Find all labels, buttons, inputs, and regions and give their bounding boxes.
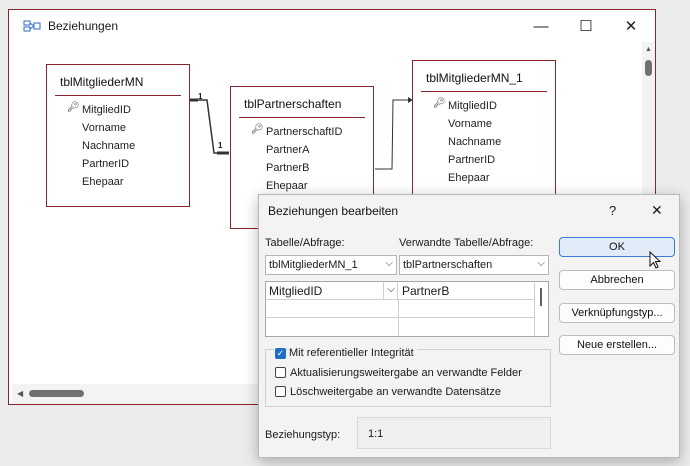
table-title: tblMitgliederMN [60,75,144,89]
join-type-button[interactable]: Verknüpfungstyp... [559,303,675,323]
related-table-label: Verwandte Tabelle/Abfrage: [399,237,534,249]
related-select-value: tblPartnerschaften [403,259,493,271]
minimize-icon: — [533,17,549,35]
divider [421,91,547,92]
grid-cell-left[interactable]: MitgliedID ⌵ [266,282,398,300]
table-title: tblPartnerschaften [244,97,342,111]
table-tblmitgliedermn[interactable]: tblMitgliederMN 🔑︎ MitgliedID Vorname Na… [46,64,190,207]
maximize-button[interactable]: ☐ [564,10,608,42]
relationships-icon [23,20,41,32]
chevron-down-icon[interactable]: ⌵ [383,282,398,299]
relation-label-one: 1 [218,141,223,150]
cancel-button[interactable]: Abbrechen [559,270,675,290]
field-item[interactable]: Ehepaar [266,180,308,192]
relation-label-one: 1 [198,92,203,101]
divider [55,95,181,96]
field-item[interactable]: MitgliedID [448,100,497,112]
table-select[interactable]: tblMitgliederMN_1 ⌵ [265,255,397,275]
chevron-down-icon: ⌵ [537,258,545,269]
cancel-button-label: Abbrechen [590,274,644,286]
scroll-up-icon[interactable]: ▲ [645,46,652,53]
field-item[interactable]: PartnerID [82,158,130,170]
cascade-update-checkbox[interactable] [275,367,286,378]
key-icon: 🔑︎ [251,124,264,135]
integrity-label[interactable]: Mit referentieller Integrität [289,347,417,359]
scroll-thumb[interactable] [540,288,542,306]
relationship-type-value: 1:1 [368,428,384,440]
grid-left-value: MitgliedID [269,284,323,298]
key-icon: 🔑︎ [433,98,446,109]
chevron-down-icon: ⌵ [385,258,393,269]
field-item[interactable]: Vorname [448,118,493,130]
grid-cell-right[interactable]: PartnerB [398,282,534,300]
dialog-close-icon[interactable]: ✕ [651,202,663,218]
edit-relationships-dialog: Beziehungen bearbeiten ? ✕ Tabelle/Abfra… [258,194,680,458]
field-item[interactable]: MitgliedID [82,104,131,116]
grid-row-empty[interactable] [266,300,534,318]
ok-button-label: OK [609,241,625,253]
relationship-lines [188,97,413,170]
relationship-type-label: Beziehungstyp: [265,429,341,441]
field-item[interactable]: PartnerA [266,144,310,156]
scroll-thumb[interactable] [29,390,84,397]
divider [239,117,365,118]
field-item[interactable]: Vorname [82,122,127,134]
field-item[interactable]: Nachname [448,136,502,148]
title-bar[interactable]: Beziehungen — ☐ ✕ [9,10,655,42]
grid-scrollbar[interactable] [534,282,548,336]
integrity-checkbox[interactable]: ✓ [275,348,286,359]
field-item[interactable]: PartnerID [448,154,496,166]
close-button[interactable]: ✕ [609,10,653,42]
cascade-delete-label[interactable]: Löschweitergabe an verwandte Datensätze [290,386,501,398]
close-icon: ✕ [624,18,638,35]
related-table-select[interactable]: tblPartnerschaften ⌵ [399,255,549,275]
minimize-button[interactable]: — [519,10,563,42]
scroll-thumb[interactable] [645,60,652,76]
table-tblmitgliedermn-1[interactable]: tblMitgliederMN_1 🔑︎ MitgliedID Vorname … [412,60,556,203]
mouse-cursor-icon [649,251,662,269]
dialog-title: Beziehungen bearbeiten [268,204,399,218]
create-new-button-label: Neue erstellen... [576,339,658,351]
field-item[interactable]: Ehepaar [82,176,124,188]
field-item[interactable]: Nachname [82,140,136,152]
create-new-button[interactable]: Neue erstellen... [559,335,675,355]
relation-line-1[interactable] [188,99,229,154]
field-item[interactable]: PartnerschaftID [266,126,343,138]
field-mapping-grid[interactable]: MitgliedID ⌵ PartnerB [265,281,549,337]
join-type-button-label: Verknüpfungstyp... [571,307,663,319]
scroll-left-icon[interactable]: ◀ [17,389,24,398]
divider [398,300,399,336]
ok-button[interactable]: OK [559,237,675,257]
grid-right-value: PartnerB [402,284,450,298]
cascade-update-label[interactable]: Aktualisierungsweitergabe an verwandte F… [290,367,522,379]
field-item[interactable]: Ehepaar [448,172,490,184]
table-label: Tabelle/Abfrage: [265,237,345,249]
table-title: tblMitgliederMN_1 [426,71,523,85]
cascade-delete-checkbox[interactable] [275,386,286,397]
window-title: Beziehungen [48,19,119,33]
table-select-value: tblMitgliederMN_1 [269,259,358,271]
key-icon: 🔑︎ [67,102,80,113]
field-item[interactable]: PartnerB [266,162,310,174]
maximize-icon: ☐ [579,18,593,35]
relationship-type-box: 1:1 [357,417,551,449]
help-icon[interactable]: ? [609,203,617,218]
